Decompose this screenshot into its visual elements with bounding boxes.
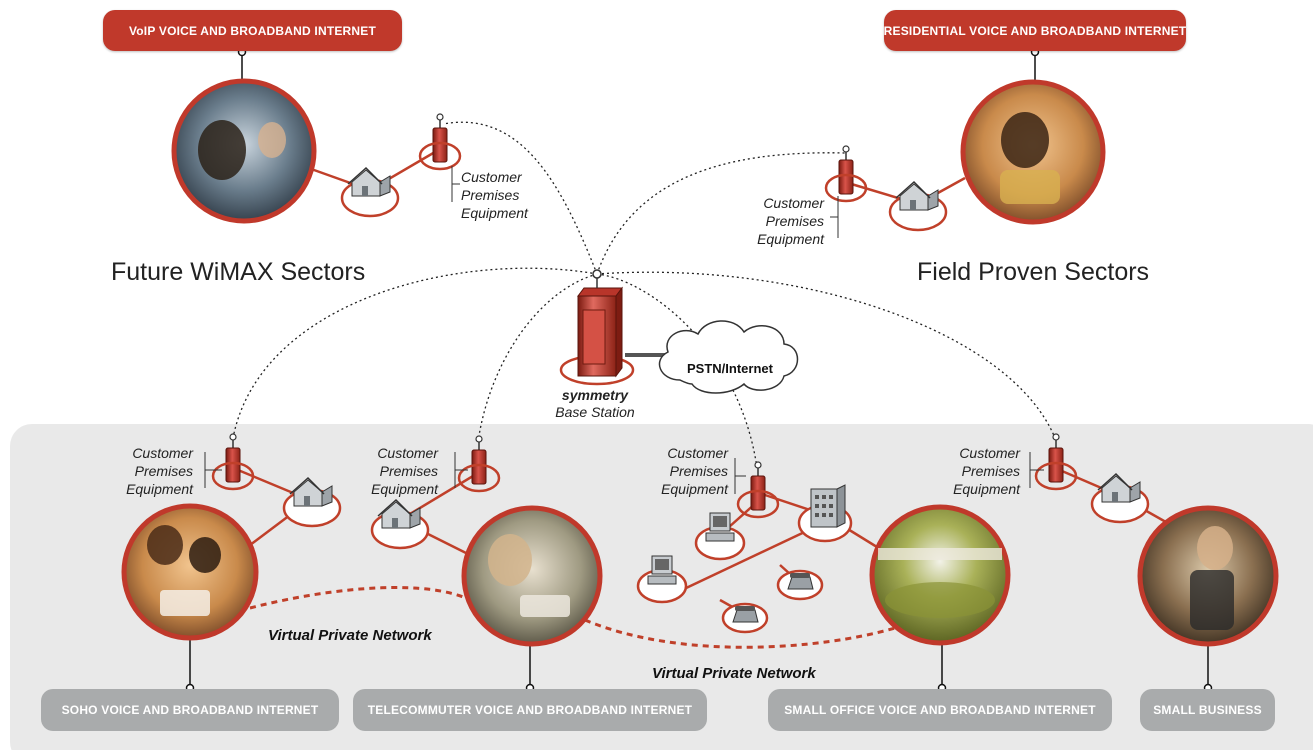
cpe-label-line: Premises — [961, 463, 1020, 479]
cpe-label-line: Customer — [461, 169, 522, 185]
cpe-brackets — [204, 166, 1044, 494]
cpe-label-line: Customer — [667, 445, 728, 461]
cpe-label-line: Customer — [763, 195, 824, 211]
cpe-label-small-business: Customer Premises Equipment — [948, 444, 1020, 498]
cpe-label-line: Equipment — [126, 481, 193, 497]
cloud-icon — [658, 320, 799, 394]
cpe-label-line: Premises — [461, 187, 520, 203]
cpe-label-soho: Customer Premises Equipment — [121, 444, 193, 498]
cpe-label-line: Equipment — [953, 481, 1020, 497]
photo-residential-child — [960, 79, 1106, 225]
cpe-units — [211, 113, 1078, 519]
cpe-label-residential: Customer Premises Equipment — [752, 194, 824, 248]
segment-label-soho: SOHO VOICE AND BROADBAND INTERNET — [41, 689, 339, 731]
wireless-links — [232, 121, 1056, 469]
cpe-label-line: Equipment — [371, 481, 438, 497]
segment-label-small-business: SMALL BUSINESS — [1140, 689, 1275, 731]
segment-label-soho-text: SOHO VOICE AND BROADBAND INTERNET — [61, 703, 319, 717]
photo-small-office — [869, 504, 1011, 646]
cpe-label-line: Customer — [959, 445, 1020, 461]
segment-label-telecommuter: TELECOMMUTER VOICE AND BROADBAND INTERNE… — [353, 689, 707, 731]
cpe-label-line: Premises — [379, 463, 438, 479]
cpe-label-line: Customer — [132, 445, 193, 461]
photo-soho-couple — [121, 503, 259, 641]
cpe-label-telecommuter: Customer Premises Equipment — [366, 444, 438, 498]
cpe-label-line: Customer — [377, 445, 438, 461]
segment-label-telecommuter-text: TELECOMMUTER VOICE AND BROADBAND INTERNE… — [367, 703, 693, 717]
cpe-label-line: Premises — [765, 213, 824, 229]
sector-title-future: Future WiMAX Sectors — [111, 258, 366, 286]
cpe-label-line: Equipment — [661, 481, 728, 497]
vpn-links — [249, 586, 896, 649]
sector-title-proven: Field Proven Sectors — [917, 258, 1150, 286]
cpe-label-line: Premises — [669, 463, 728, 479]
office-equipment-icons — [636, 484, 853, 634]
segment-label-small-business-text: SMALL BUSINESS — [1153, 703, 1262, 717]
segment-label-small-office-text: SMALL OFFICE VOICE AND BROADBAND INTERNE… — [784, 703, 1096, 717]
cpe-label-line: Equipment — [461, 205, 528, 221]
banner-voip-label: VoIP VOICE AND BROADBAND INTERNET — [128, 23, 377, 38]
cpe-label-small-office: Customer Premises Equipment — [656, 444, 728, 498]
base-station-text: Base Station — [555, 404, 635, 420]
photo-voip-office — [171, 78, 317, 224]
banner-residential: RESIDENTIAL VOICE AND BROADBAND INTERNET — [884, 10, 1186, 51]
cpe-label-line: Premises — [134, 463, 193, 479]
base-station-label: symmetry Base Station — [545, 387, 645, 421]
base-station-brand: symmetry — [561, 387, 629, 403]
house-icons — [282, 166, 1150, 550]
banner-residential-label: RESIDENTIAL VOICE AND BROADBAND INTERNET — [883, 23, 1187, 38]
cpe-label-line: Equipment — [757, 231, 824, 247]
cpe-label-voip: Customer Premises Equipment — [461, 168, 528, 222]
photo-small-business — [1137, 505, 1279, 647]
banner-voip: VoIP VOICE AND BROADBAND INTERNET — [103, 10, 402, 51]
vpn-label-center: Virtual Private Network — [652, 665, 816, 682]
base-station-tower — [559, 269, 635, 386]
cloud-label: PSTN/Internet — [687, 361, 773, 376]
vpn-label-left: Virtual Private Network — [268, 627, 432, 644]
segment-label-small-office: SMALL OFFICE VOICE AND BROADBAND INTERNE… — [768, 689, 1112, 731]
photo-telecommuter — [461, 505, 603, 647]
